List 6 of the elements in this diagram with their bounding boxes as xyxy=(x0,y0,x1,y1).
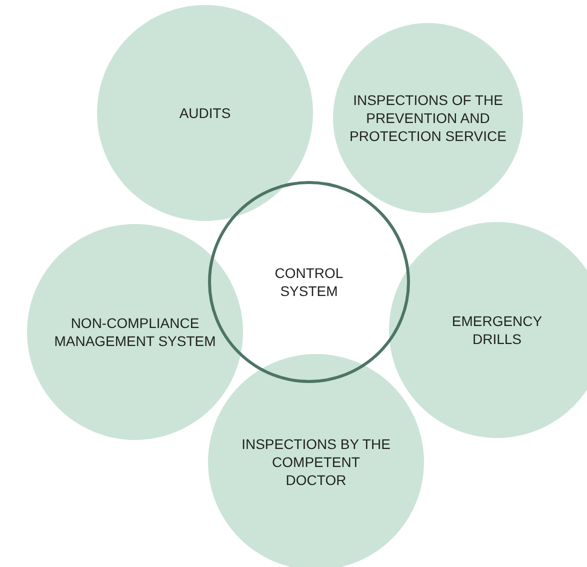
circle-label: INSPECTIONS OF THE PREVENTION AND PROTECTION SERVICE xyxy=(348,90,508,146)
circle-label: AUDITS xyxy=(178,104,232,122)
circle-label: EMERGENCY DRILLS xyxy=(450,312,544,348)
circle-label: CONTROL SYSTEM xyxy=(274,264,344,300)
circle-label: NON-COMPLIANCE MANAGEMENT SYSTEM xyxy=(53,314,217,350)
circle-label: INSPECTIONS BY THE COMPETENT DOCTOR xyxy=(241,434,391,490)
